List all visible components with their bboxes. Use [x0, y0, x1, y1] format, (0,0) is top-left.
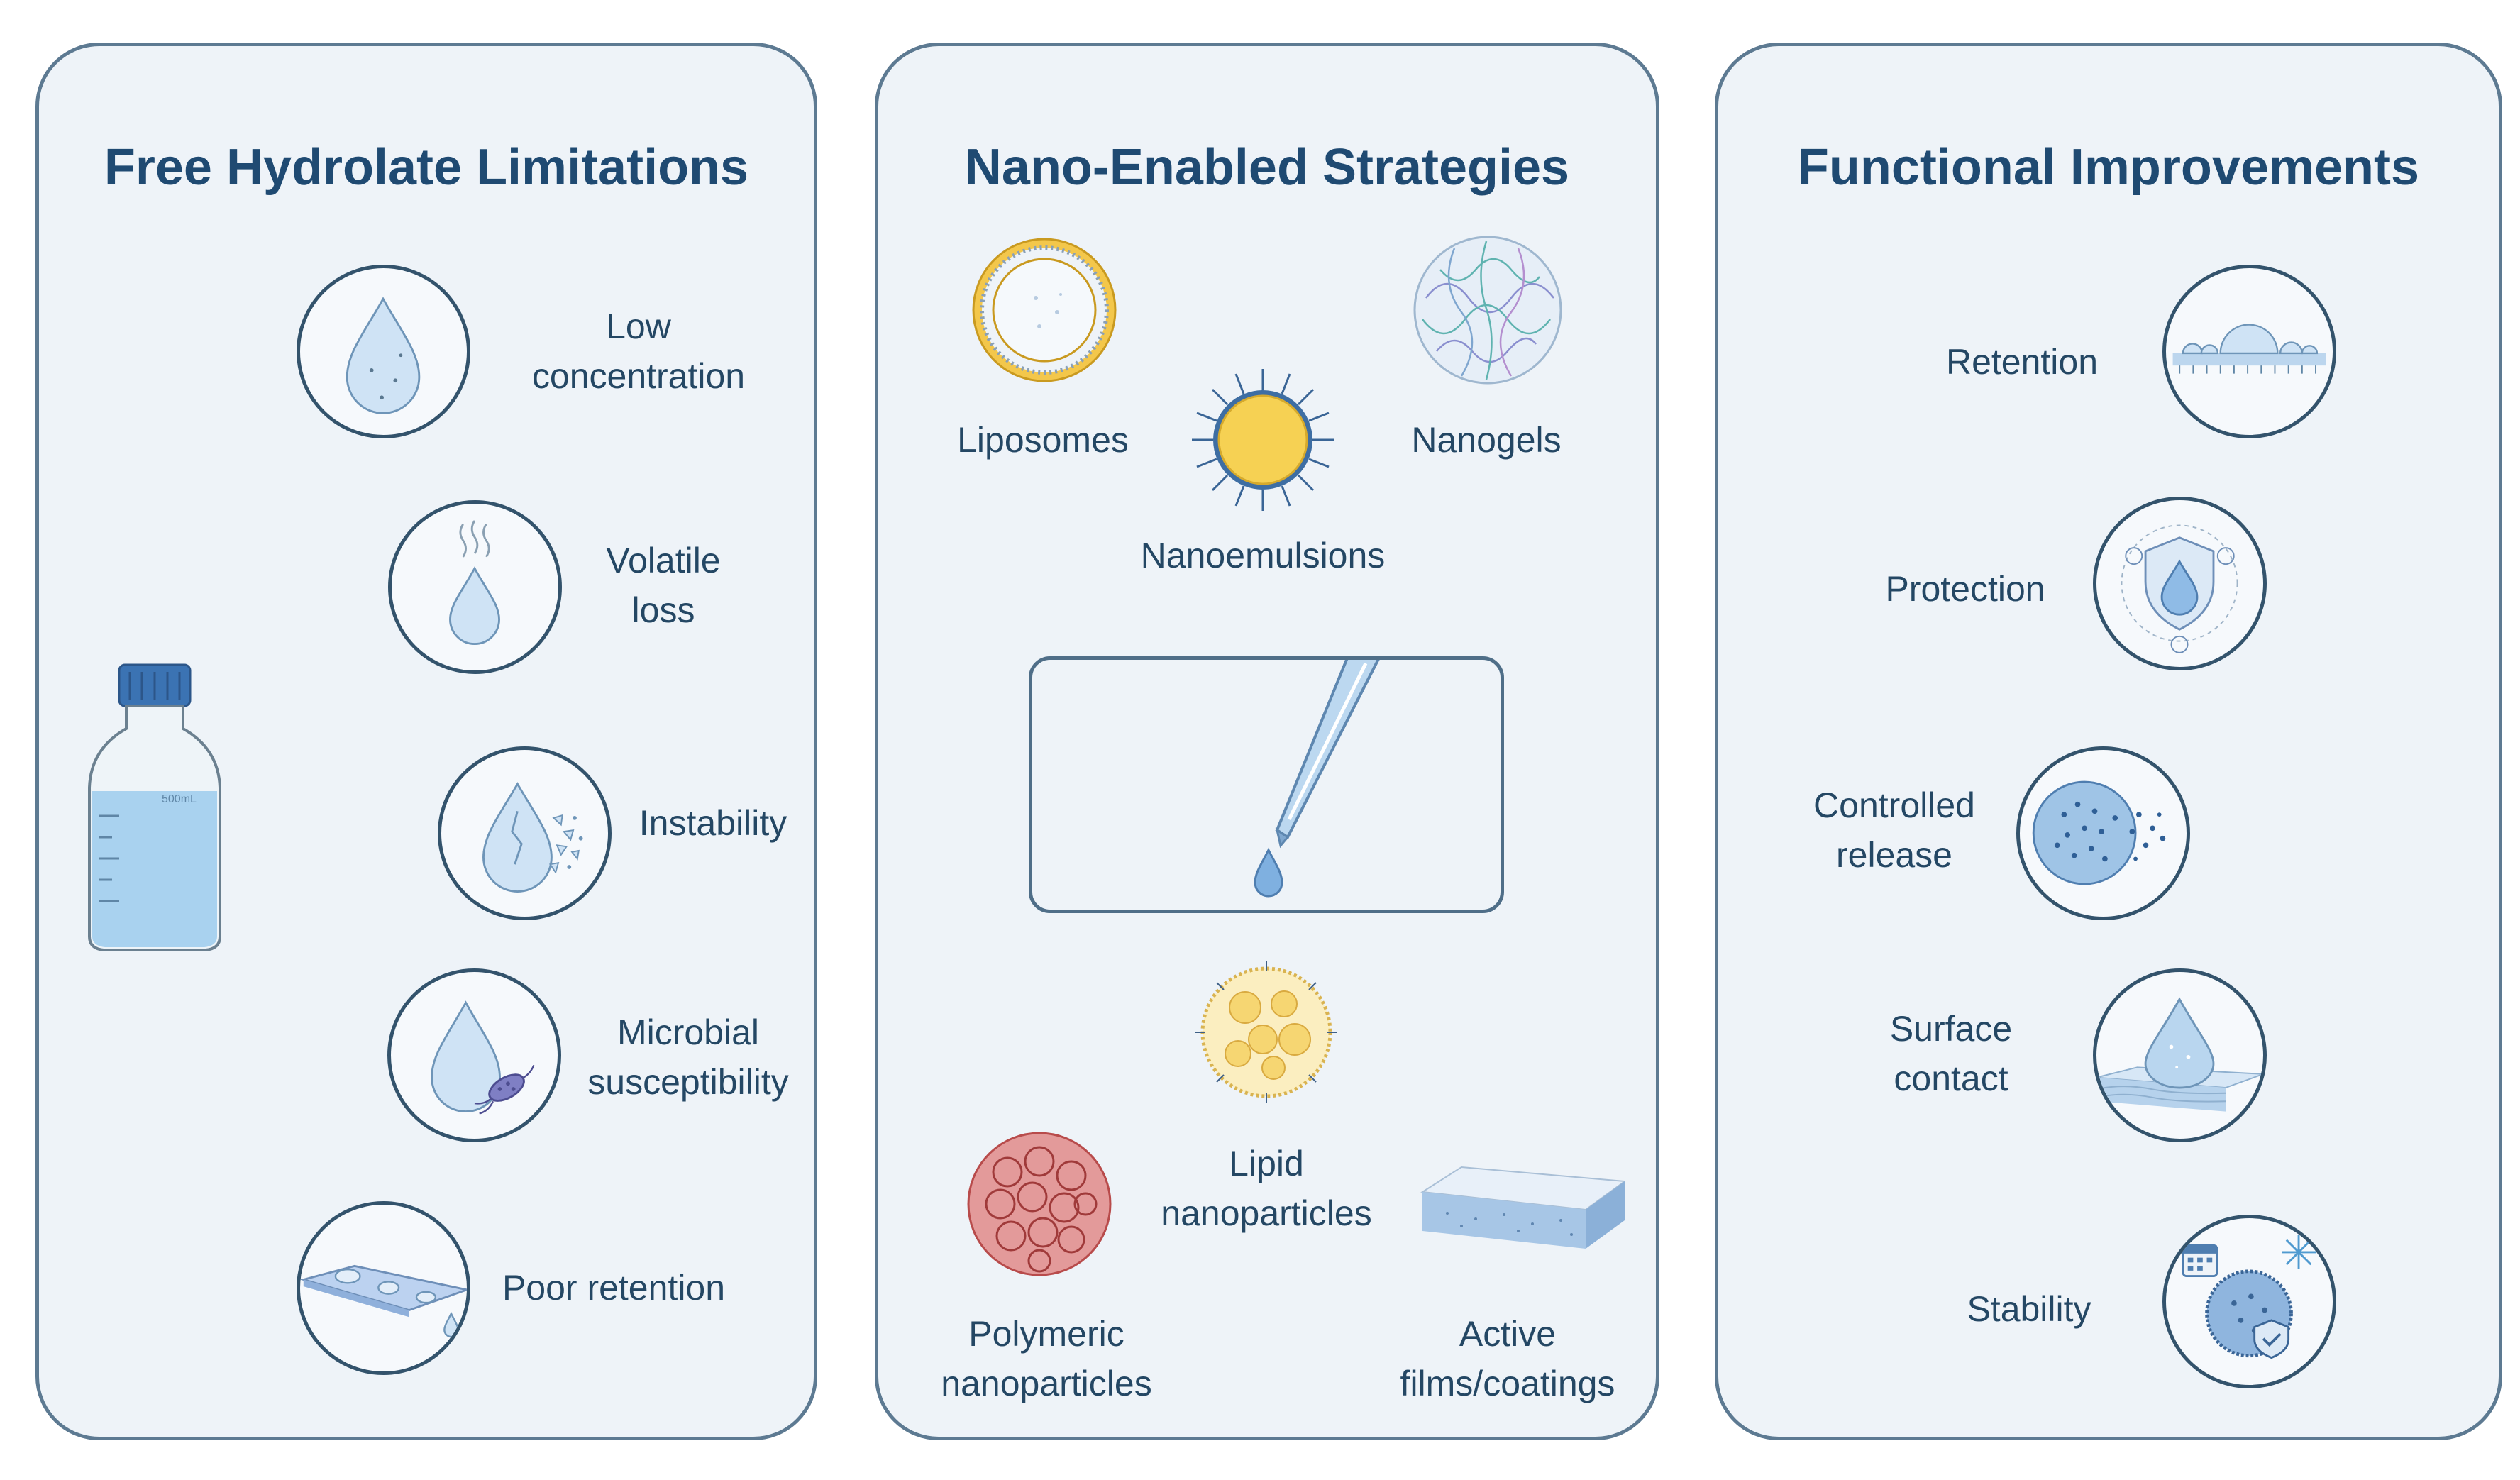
label-stability: Stability: [1967, 1289, 2091, 1329]
droplet-on-layer-icon: [2093, 968, 2267, 1142]
label-controlled-release: Controlled release: [1813, 785, 1975, 875]
panel-functional-improvements: Functional Improvements: [1715, 43, 2502, 1440]
label-instability: Instability: [639, 803, 788, 843]
label-retention: Retention: [1945, 342, 2099, 382]
droplet-icon: [297, 265, 470, 438]
dropper-icon: [1254, 660, 1380, 898]
label-surface-contact: Surface contact: [1889, 1009, 2013, 1098]
liposome-icon: [968, 234, 1121, 387]
dropper-frame: [1029, 656, 1504, 913]
svg-text:500mL: 500mL: [162, 793, 197, 805]
calendar-snowflake-particle-icon: [2162, 1215, 2336, 1388]
label-nanoemulsions: Nanoemulsions: [1140, 536, 1386, 575]
evaporating-droplet-icon: [388, 500, 562, 674]
label-microbial-susceptibility: Microbial susceptibility: [587, 1012, 789, 1102]
label-low-concentration: Low concentration: [531, 307, 746, 396]
label-liposomes: Liposomes: [957, 420, 1129, 460]
cracked-droplet-icon: [438, 746, 612, 920]
nanoemulsion-icon: [1188, 365, 1337, 514]
droplets-on-surface-icon: [297, 1201, 470, 1375]
panel-title-strategies: Nano-Enabled Strategies: [964, 139, 1570, 196]
lab-bottle-icon: 500mL: [84, 663, 226, 954]
surface-droplets-icon: [2162, 265, 2336, 438]
droplet-bacteria-icon: [387, 968, 561, 1142]
label-volatile-loss: Volatile loss: [606, 541, 721, 630]
label-active-films-coatings: Active films/coatings: [1400, 1314, 1615, 1403]
label-poor-retention: Poor retention: [502, 1268, 726, 1308]
polymeric-nanoparticle-icon: [965, 1130, 1114, 1279]
label-lipid-nanoparticles: Lipid nanoparticles: [1161, 1144, 1372, 1233]
label-nanogels: Nanogels: [1411, 420, 1562, 460]
active-film-icon: [1419, 1164, 1625, 1256]
nanogel-icon: [1412, 234, 1564, 387]
releasing-particle-icon: [2016, 746, 2190, 920]
label-protection: Protection: [1885, 569, 2045, 609]
lipid-nanoparticle-icon: [1195, 961, 1337, 1103]
panel-title-limitations: Free Hydrolate Limitations: [104, 139, 749, 196]
panel-title-improvements: Functional Improvements: [1797, 139, 2420, 196]
shield-droplet-icon: [2093, 497, 2267, 670]
label-polymeric-nanoparticles: Polymeric nanoparticles: [941, 1314, 1152, 1403]
